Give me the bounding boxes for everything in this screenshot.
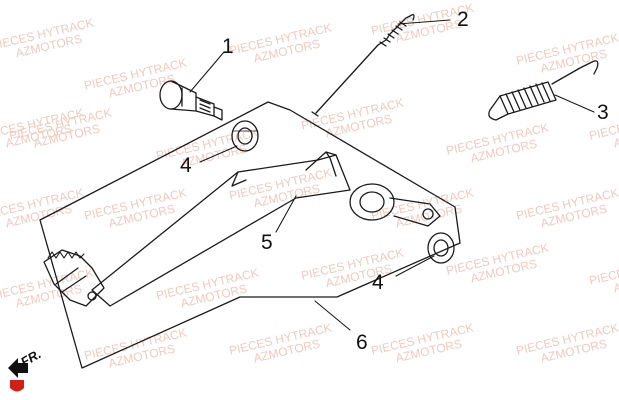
callout-4-upper: 4 (180, 154, 192, 177)
washer-lower (427, 232, 455, 264)
callout-1: 1 (222, 35, 234, 58)
leader-5 (275, 195, 297, 233)
leader-1 (189, 51, 225, 93)
pivot-bolt (159, 80, 223, 121)
leader-3 (554, 94, 595, 113)
callout-6: 6 (356, 331, 368, 354)
return-spring (488, 60, 599, 121)
shield-icon (10, 380, 24, 392)
leader-4b (395, 255, 435, 277)
callout-5: 5 (261, 231, 273, 254)
leader-lines (189, 19, 595, 331)
callout-3: 3 (597, 101, 609, 124)
return-rod (311, 14, 415, 117)
washer-upper (231, 120, 259, 152)
front-arrow-icon (8, 358, 28, 378)
leader-4a (199, 145, 238, 163)
leader-6 (314, 300, 351, 331)
front-direction-badge: FR. (8, 346, 44, 392)
callout-4-lower: 4 (372, 271, 384, 294)
leader-2 (397, 19, 451, 25)
brake-pedal (43, 151, 441, 307)
callout-2: 2 (457, 8, 469, 31)
assembly-outline (39, 101, 461, 369)
